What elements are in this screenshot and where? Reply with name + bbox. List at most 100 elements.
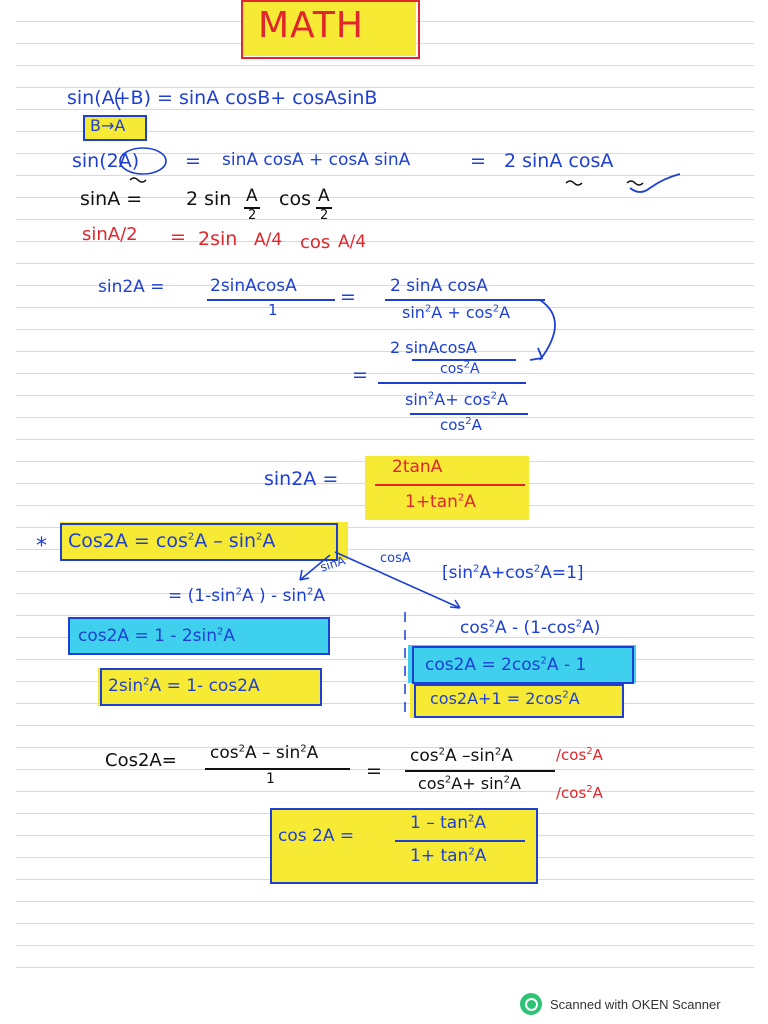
fraction-bar xyxy=(375,484,525,486)
quarter-angle-arg: A/4 xyxy=(254,230,283,250)
equals-sign: = xyxy=(185,150,201,172)
fraction-bar xyxy=(395,840,525,842)
branch-arrow-left-icon xyxy=(299,554,331,581)
tan-result-highlight xyxy=(365,456,529,520)
fraction-denominator: 2 xyxy=(320,208,329,223)
underline-squiggle xyxy=(129,177,147,183)
scanner-watermark: Scanned with OKEN Scanner xyxy=(520,993,721,1015)
equals-sign: = xyxy=(470,150,486,172)
oken-scanner-logo-icon xyxy=(520,993,542,1015)
fraction-bar xyxy=(316,207,332,209)
final-denominator: 1+ tan2A xyxy=(410,846,487,866)
title-highlight xyxy=(243,2,416,56)
equals-sign: = xyxy=(352,364,368,386)
underline-squiggle xyxy=(565,180,583,186)
tan-denominator: 1+tan2A xyxy=(405,492,476,512)
quarter-angle-cos: cos xyxy=(300,232,331,253)
page-title: MATH xyxy=(258,5,364,46)
cos2a-definition: Cos2A = cos2A – sin2A xyxy=(68,530,276,552)
fraction-denominator: 1 xyxy=(268,301,278,319)
fraction-numerator: cos2A – sin2A xyxy=(210,743,319,763)
main-fraction-bar xyxy=(378,382,526,384)
nested-denominator: cos2A xyxy=(440,416,482,434)
curved-arrow-icon xyxy=(539,299,556,361)
fraction-bar xyxy=(405,770,555,772)
right-result2-highlight xyxy=(410,684,624,718)
nested-numerator: sin2A+ cos2A xyxy=(405,390,508,409)
half-angle-cos: cos xyxy=(279,188,311,210)
sin2a-label: sin2A = xyxy=(98,277,165,297)
nested-numerator: 2 sinAcosA xyxy=(390,338,477,357)
scanner-text: Scanned with OKEN Scanner xyxy=(550,996,721,1012)
check-mark-icon xyxy=(629,173,681,193)
cos2a-sin-form: cos2A = 1 - 2sin2A xyxy=(78,626,236,646)
fraction-bar xyxy=(205,768,350,770)
final-box xyxy=(270,808,538,884)
nested-denominator: cos2A xyxy=(440,359,480,377)
left-result2-box xyxy=(100,668,322,706)
divide-annotation: /cos2A xyxy=(556,746,603,764)
left-result2-highlight xyxy=(98,668,322,706)
half-angle-two-sin: 2 sin xyxy=(186,188,232,210)
arrow-head-icon xyxy=(449,599,461,609)
arrow-head-icon xyxy=(529,347,544,361)
cos2a-highlight xyxy=(60,522,348,560)
final-highlight xyxy=(270,808,536,882)
fraction-bar xyxy=(385,299,545,301)
arrow-head-icon xyxy=(299,569,310,581)
equals-sign: = xyxy=(340,286,356,308)
double-angle-result: 2 sinA cosA xyxy=(504,150,614,172)
left-result-box xyxy=(68,617,330,655)
fraction-numerator: 2 sinA cosA xyxy=(390,276,488,296)
equals-sign: = xyxy=(366,760,382,782)
sin-squared-form: 2sin2A = 1- cos2A xyxy=(108,676,260,696)
right-result-box xyxy=(412,646,634,684)
fraction-bar xyxy=(412,359,516,361)
cos2a-cos-form: cos2A = 2cos2A - 1 xyxy=(425,655,587,675)
right-step: cos2A - (1-cos2A) xyxy=(460,618,601,638)
tan-numerator: 2tanA xyxy=(392,457,443,477)
sin2a-label: sin2A = xyxy=(264,468,339,490)
fraction-denominator: cos2A+ sin2A xyxy=(418,774,521,793)
left-result-highlight xyxy=(68,617,330,653)
right-result-highlight xyxy=(408,645,636,683)
substitution-box xyxy=(83,115,147,141)
paren-mark xyxy=(115,87,121,111)
sum-formula: sin(A+B) = sinA cosB+ cosAsinB xyxy=(67,87,378,109)
half-angle-left: sinA = xyxy=(80,188,143,210)
circle-mark xyxy=(119,147,167,175)
right-result2-box xyxy=(414,684,624,718)
underline-squiggle xyxy=(626,180,644,186)
important-star: * xyxy=(36,534,47,559)
quarter-angle-two-sin: 2sin xyxy=(198,228,238,250)
fraction-bar xyxy=(244,207,260,209)
final-numerator: 1 – tan2A xyxy=(410,813,486,833)
divide-annotation: /cos2A xyxy=(556,784,603,802)
double-angle-expansion: sinA cosA + cosA sinA xyxy=(222,150,411,170)
fraction-denominator: sin2A + cos2A xyxy=(402,303,511,322)
fraction-numerator: A xyxy=(246,186,258,206)
pythagorean-identity: [sin2A+cos2A=1] xyxy=(442,563,584,583)
fraction-denominator: 1 xyxy=(266,771,275,787)
final-cos2a-label: cos 2A = xyxy=(278,826,355,846)
title-box xyxy=(241,0,420,59)
branch-label-cosa: cosA xyxy=(380,551,411,566)
cos2a-label: Cos2A= xyxy=(105,750,177,771)
equals-sign: = xyxy=(170,226,186,248)
sin-term: sin xyxy=(402,303,425,322)
left-step: = (1-sin2A ) - sin2A xyxy=(168,586,325,606)
fraction-bar xyxy=(410,413,528,415)
fraction-denominator: 2 xyxy=(248,208,257,223)
cos-squared-form: cos2A+1 = 2cos2A xyxy=(430,689,580,708)
branch-arrow-right-icon xyxy=(334,551,461,609)
fraction-numerator: 2sinAcosA xyxy=(210,276,297,296)
cos2a-box xyxy=(60,523,338,561)
fraction-numerator: A xyxy=(318,186,330,206)
fraction-bar xyxy=(207,299,335,301)
fraction-numerator: cos2A –sin2A xyxy=(410,746,513,766)
substitution-highlight xyxy=(84,116,146,140)
quarter-angle-arg: A/4 xyxy=(338,232,367,252)
quarter-angle-left: sinA/2 xyxy=(82,224,138,245)
substitution-tag: B→A xyxy=(90,116,126,135)
